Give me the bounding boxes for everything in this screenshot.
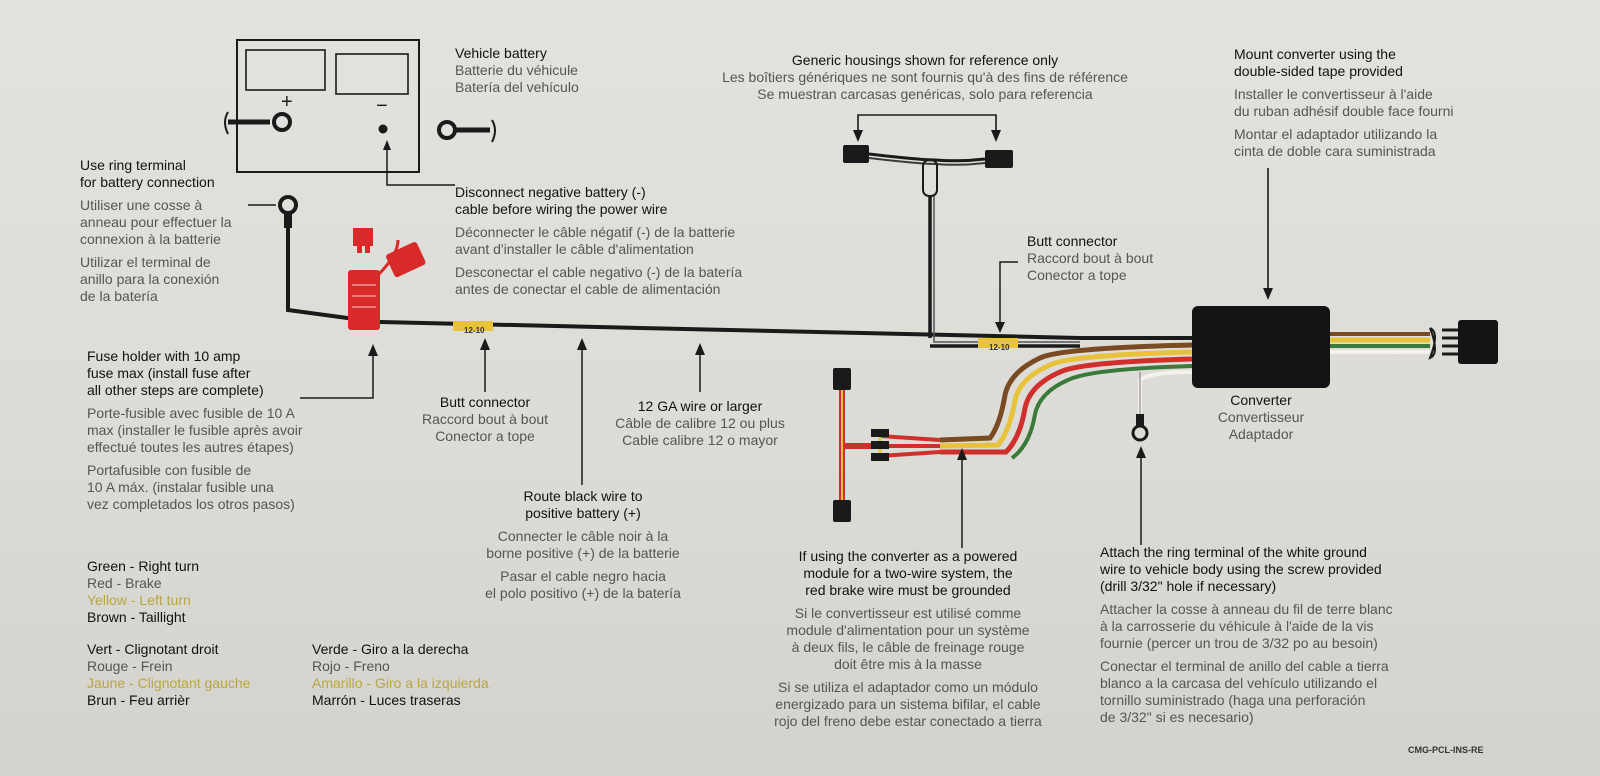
callout-arrows (300, 168, 1273, 548)
battery-ring-terminal (278, 195, 298, 228)
battery-minus-symbol: − (376, 95, 388, 117)
butt-connector-left (453, 321, 493, 331)
two-wire-connector-top (833, 368, 851, 390)
ground-ring-terminal (1131, 414, 1149, 442)
color-legend-fr: Vert - Clignotant droit Rouge - Frein Ja… (87, 641, 251, 708)
converter-box (1192, 306, 1330, 388)
fuse-holder (348, 228, 426, 330)
butt-connector-right (978, 338, 1018, 348)
generic-housings-note: Generic housings shown for reference onl… (722, 52, 1128, 102)
ring-terminal-note: Use ring terminal for battery connection… (80, 157, 232, 304)
mount-converter-note: Mount converter using the double-sided t… (1234, 46, 1454, 159)
converter-label: Converter Convertisseur Adaptador (1217, 392, 1305, 442)
color-legend-es: Verde - Giro a la derecha Rojo - Freno A… (312, 641, 489, 708)
negative-cable-icon (437, 119, 496, 143)
fuse-holder-note: Fuse holder with 10 amp fuse max (instal… (87, 348, 303, 512)
powered-module-note: If using the converter as a powered modu… (774, 548, 1042, 729)
generic-housings (843, 114, 1080, 348)
vehicle-battery-label: Vehicle battery Batterie du véhicule Bat… (455, 45, 579, 95)
butt-connector-right-tag: 12-10 (989, 343, 1010, 352)
wire-gauge-note: 12 GA wire or larger Câble de calibre 12… (615, 398, 785, 448)
route-black-wire-note: Route black wire to positive battery (+)… (485, 488, 681, 601)
part-code: CMG-PCL-INS-RE (1408, 745, 1484, 755)
butt-connector-right-label: Butt connector Raccord bout à bout Conec… (1027, 233, 1154, 283)
butt-connector-left-tag: 12-10 (464, 326, 485, 335)
disconnect-negative-note: Disconnect negative battery (-) cable be… (455, 184, 743, 297)
output-connector (1330, 320, 1498, 364)
positive-cable-icon (224, 111, 292, 135)
color-legend-en: Green - Right turn Red - Brake Yellow - … (87, 558, 200, 625)
battery-plus-symbol: + (281, 91, 293, 113)
two-wire-connector-bottom (833, 500, 851, 522)
butt-connector-left-label: Butt connector Raccord bout à bout Conec… (421, 394, 549, 444)
converter-wire-bundle (833, 342, 1193, 522)
ground-wire-note: Attach the ring terminal of the white gr… (1100, 544, 1393, 725)
vehicle-battery (224, 39, 496, 173)
